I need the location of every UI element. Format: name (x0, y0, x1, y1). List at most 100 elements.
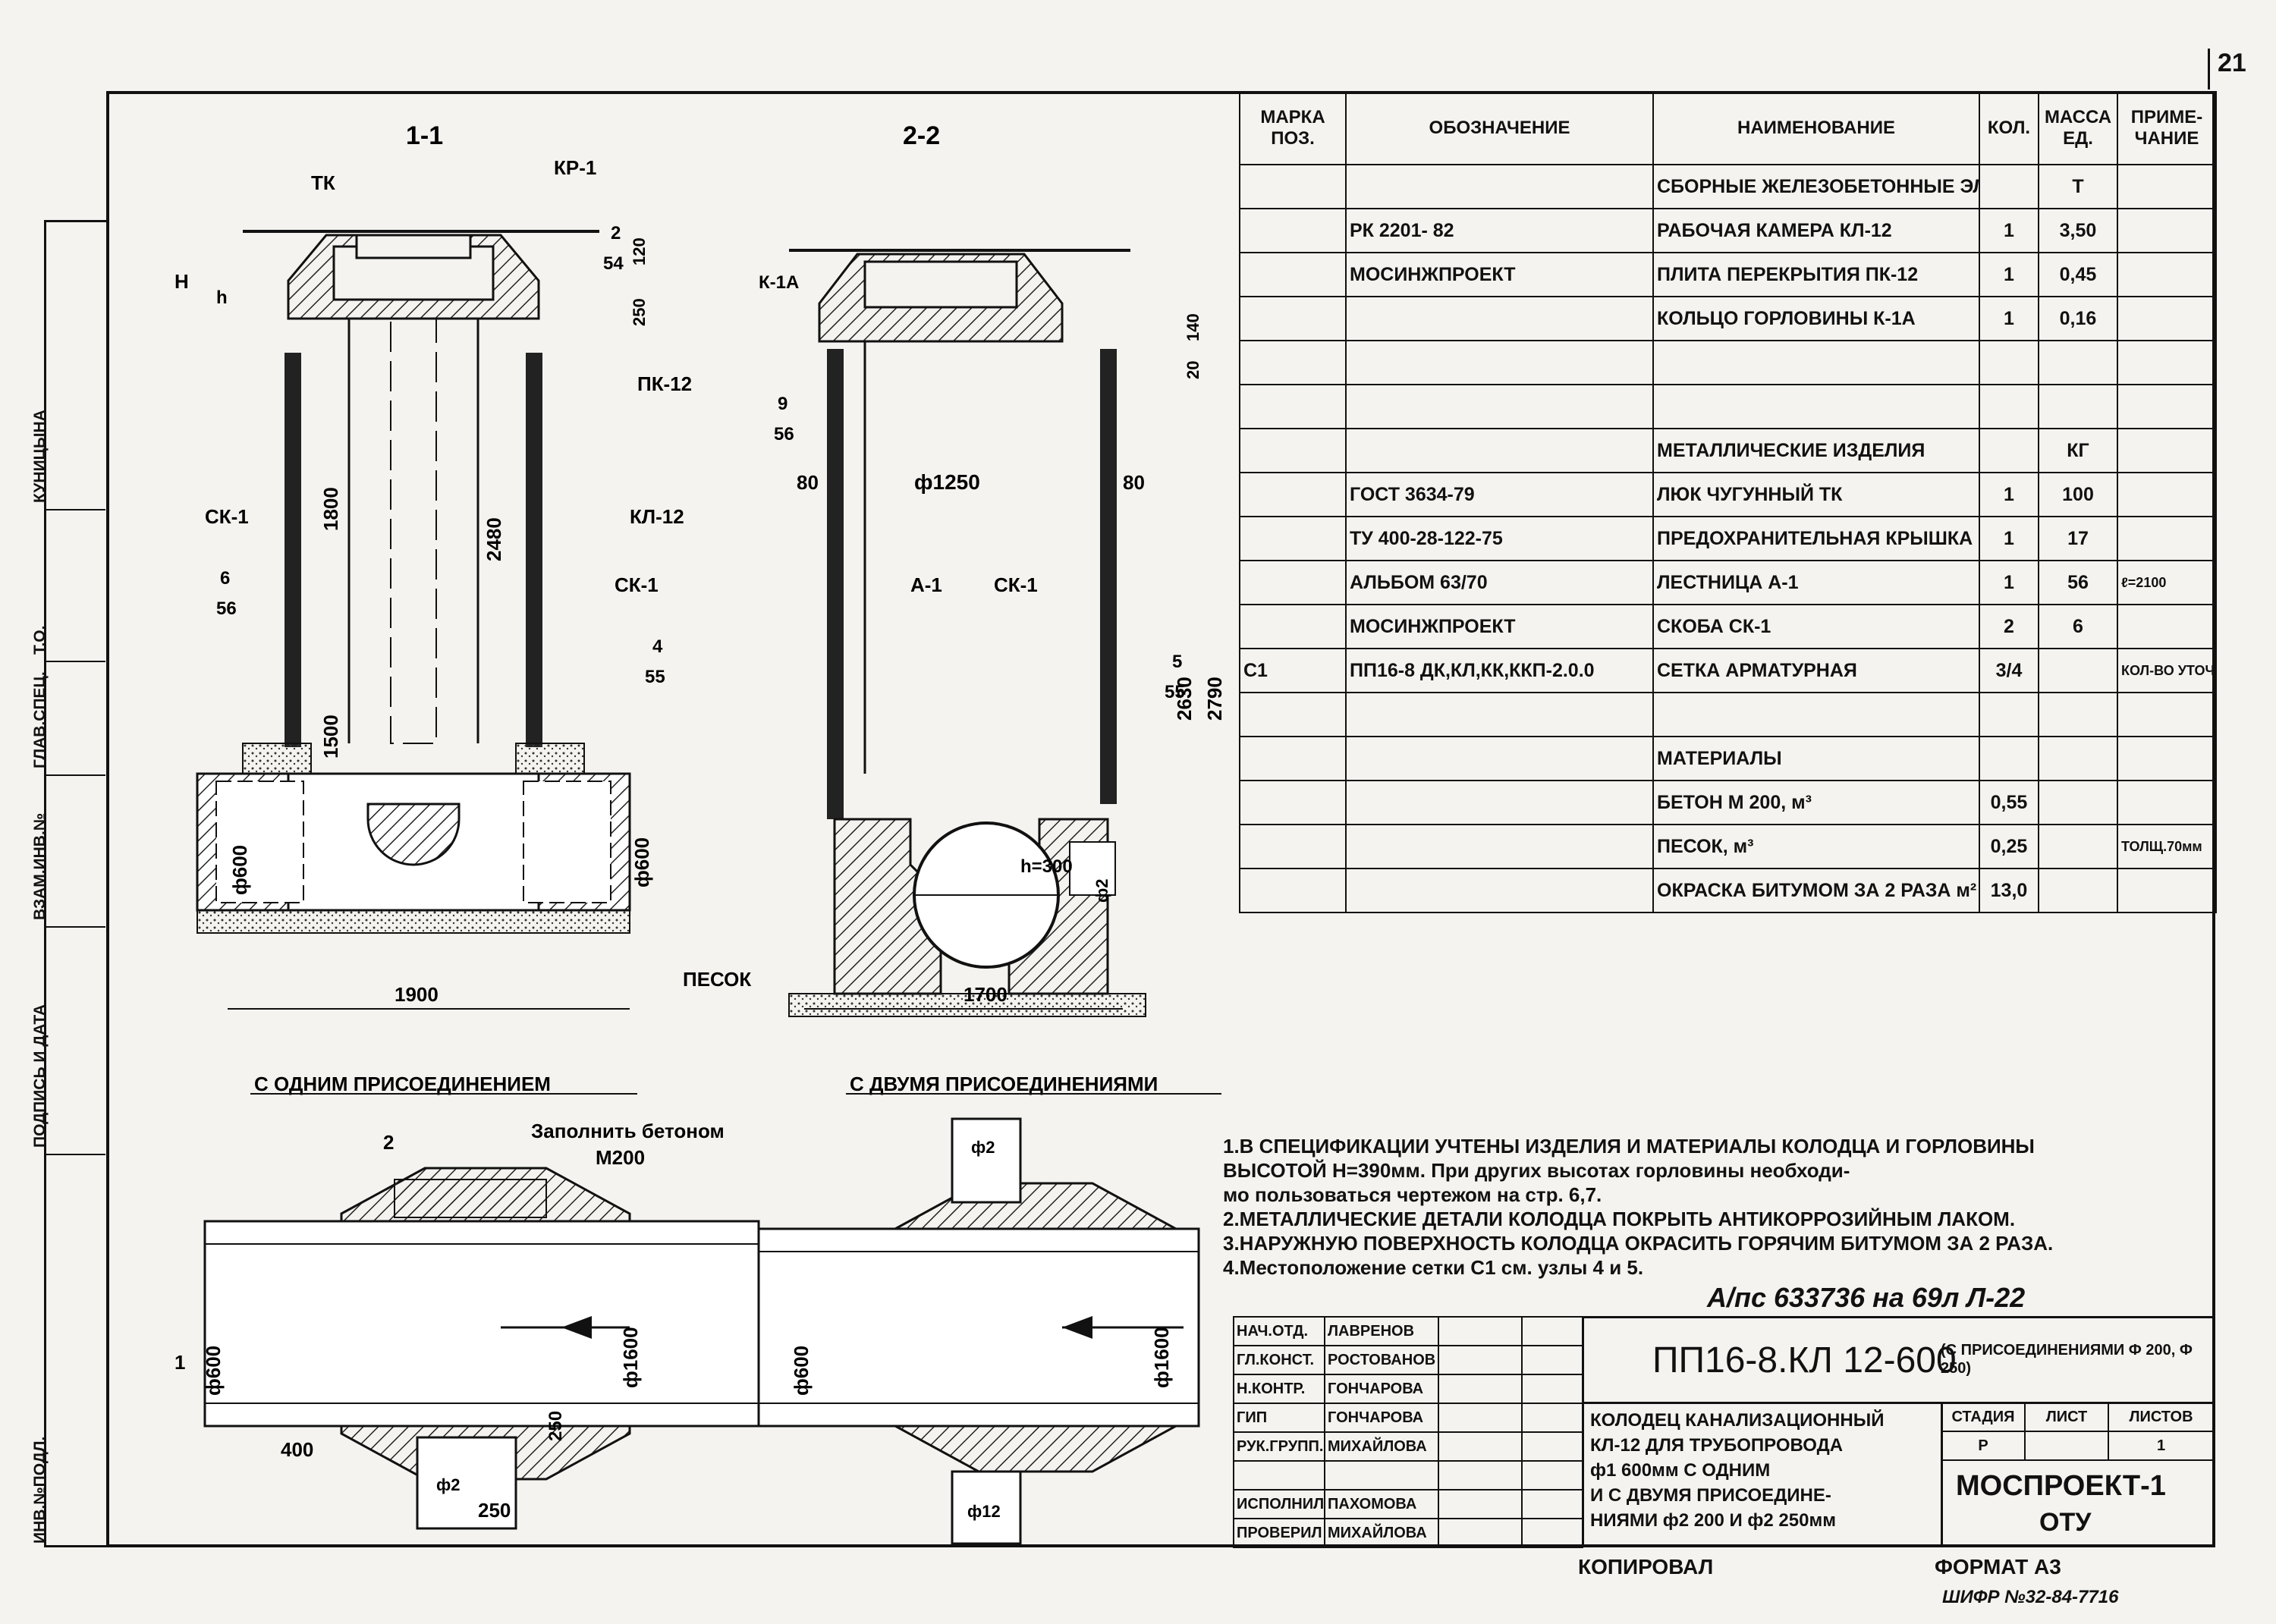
signature-role: Н.КОНТР. (1233, 1374, 1325, 1404)
spec-cell-mark (1239, 252, 1347, 297)
spec-cell-name (1652, 340, 1980, 385)
spec-cell-name: КОЛЬЦО ГОРЛОВИНЫ К-1А (1652, 296, 1980, 341)
spec-cell-mark (1239, 868, 1347, 913)
spec-cell-mass (2038, 736, 2118, 781)
dim-1800: 1800 (319, 487, 342, 531)
label-pesok: ПЕСОК (683, 968, 751, 991)
spec-cell-designation (1345, 736, 1654, 781)
label-h: h (216, 287, 228, 308)
label-phi2c: ф2 (971, 1138, 995, 1157)
dim-d600r: ф600 (630, 837, 653, 887)
spec-cell-qty: 1 (1979, 472, 2039, 517)
spec-cell-note (2117, 736, 2217, 781)
spec-cell-name: РАБОЧАЯ КАМЕРА КЛ-12 (1652, 208, 1980, 253)
spec-cell-note: ℓ=2100 (2117, 560, 2217, 605)
sb-label: ГЛАВ.СПЕЦ. (31, 671, 49, 768)
side-stamp: КУНИЦЫНА Т.О. ГЛАВ.СПЕЦ. ВЗАМ.ИНВ.№ ПОДП… (31, 220, 108, 1550)
spec-cell-mass (2038, 384, 2118, 429)
signature-role: ГЛ.КОНСТ. (1233, 1345, 1325, 1375)
dim-2630: 2630 (1173, 677, 1196, 721)
signature-sign-cell (1438, 1403, 1523, 1433)
hdr-mass: МАССА ЕД. (2038, 91, 2118, 165)
ref-2: 2 (611, 223, 621, 243)
dim-2480: 2480 (483, 517, 505, 561)
spec-cell-designation: ПП16-8 ДК,КЛ,КК,ККП-2.0.0 (1345, 648, 1654, 693)
spec-cell-name: ЛЕСТНИЦА А-1 (1652, 560, 1980, 605)
signature-role: ИСПОЛНИЛ (1233, 1489, 1325, 1519)
spec-cell-mass (2038, 868, 2118, 913)
signature-role: ПРОВЕРИЛ (1233, 1518, 1325, 1548)
label-pk12: ПК-12 (637, 372, 692, 395)
spec-cell-mark (1239, 428, 1347, 473)
hdr-note: ПРИМЕ-ЧАНИЕ (2117, 91, 2217, 165)
spec-cell-note (2117, 208, 2217, 253)
note-line: 1.В СПЕЦИФИКАЦИИ УЧТЕНЫ ИЗДЕЛИЯ И МАТЕРИ… (1223, 1135, 2035, 1158)
spec-cell-mark (1239, 384, 1347, 429)
signature-date-cell (1521, 1374, 1583, 1404)
sb-label: ИНВ.№ПОДЛ. (31, 1436, 49, 1544)
section-1-1: 1-1 1900 ПЕСОК ТК КР-1 ПК-12 КЛ-12 СК-1 (174, 121, 751, 1010)
spec-cell-note: КОЛ-ВО УТОЧНЯЕТ НА МЕСТЕ (2117, 648, 2217, 693)
spec-cell-note (2117, 780, 2217, 825)
note-line: 4.Местоположение сетки С1 см. узлы 4 и 5… (1223, 1256, 1644, 1279)
sb-cell-6: ИНВ.№ПОДЛ. (31, 1155, 105, 1550)
signature-date-cell (1521, 1431, 1583, 1462)
signature-name: МИХАЙЛОВА (1324, 1431, 1439, 1462)
spec-cell-mark (1239, 164, 1347, 209)
spec-cell-mark (1239, 296, 1347, 341)
ref-4s: 55 (645, 667, 665, 687)
spec-cell-qty: 2 (1979, 604, 2039, 649)
desc-line: ф1 600мм С ОДНИМ (1590, 1460, 1771, 1481)
section-title-2: 2-2 (903, 121, 940, 150)
spec-cell-name: ОКРАСКА БИТУМОМ ЗА 2 РАЗА м² (1652, 868, 1980, 913)
note-line: 3.НАРУЖНУЮ ПОВЕРХНОСТЬ КОЛОДЦА ОКРАСИТЬ … (1223, 1232, 2054, 1255)
spec-cell-note (2117, 252, 2217, 297)
sb-label: Т.О. (31, 625, 49, 655)
cut-1-left: 1 (174, 1351, 185, 1374)
spec-cell-mass: 3,50 (2038, 208, 2118, 253)
sb-label: ПОДПИСЬ И ДАТА (31, 1004, 49, 1148)
hdr-mark: МАРКА ПОЗ. (1239, 91, 1347, 165)
spec-cell-name: МЕТАЛЛИЧЕСКИЕ ИЗДЕЛИЯ (1652, 428, 1980, 473)
sb-cell-1: КУНИЦЫНА (31, 222, 105, 510)
sheet-number: 21 (2208, 49, 2246, 90)
spec-cell-designation (1345, 296, 1654, 341)
footer-copied: КОПИРОВАЛ (1578, 1555, 1714, 1578)
signature-role: ГИП (1233, 1403, 1325, 1433)
spec-cell-name (1652, 384, 1980, 429)
ref-2s: 54 (603, 253, 624, 274)
dim-phi2: ф2 (1092, 879, 1111, 903)
spec-cell-name: СКОБА СК-1 (1652, 604, 1980, 649)
spec-cell-mark (1239, 472, 1347, 517)
desc-line: КЛ-12 ДЛЯ ТРУБОПРОВОДА (1590, 1435, 1844, 1456)
note-line: мо пользоваться чертежом на стр. 6,7. (1223, 1183, 1602, 1206)
spec-cell-name: СЕТКА АРМАТУРНАЯ (1652, 648, 1980, 693)
spec-cell-qty (1979, 164, 2039, 209)
desc-line: И С ДВУМЯ ПРИСОЕДИНЕ- (1590, 1485, 1831, 1506)
spec-cell-designation (1345, 428, 1654, 473)
spec-cell-note (2117, 340, 2217, 385)
spec-cell-mass (2038, 340, 2118, 385)
label-kr1: КР-1 (554, 156, 596, 179)
spec-cell-name: БЕТОН М 200, м³ (1652, 780, 1980, 825)
signature-date-cell (1521, 1518, 1583, 1548)
signature-date-cell (1521, 1316, 1583, 1346)
plan-title-two: С ДВУМЯ ПРИСОЕДИНЕНИЯМИ (850, 1073, 1158, 1095)
spec-cell-note (2117, 868, 2217, 913)
spec-cell-designation: ТУ 400-28-122-75 (1345, 516, 1654, 561)
label-m200: М200 (596, 1146, 645, 1169)
label-kl12: КЛ-12 (630, 505, 684, 528)
spec-cell-qty (1979, 428, 2039, 473)
spec-cell-designation (1345, 692, 1654, 737)
spec-cell-qty: 1 (1979, 296, 2039, 341)
spec-cell-mass: 0,16 (2038, 296, 2118, 341)
label-a1: А-1 (910, 573, 942, 596)
label-sk1b: СК-1 (615, 573, 659, 596)
spec-cell-note (2117, 384, 2217, 429)
desc-line: КОЛОДЕЦ КАНАЛИЗАЦИОННЫЙ (1590, 1410, 1885, 1431)
